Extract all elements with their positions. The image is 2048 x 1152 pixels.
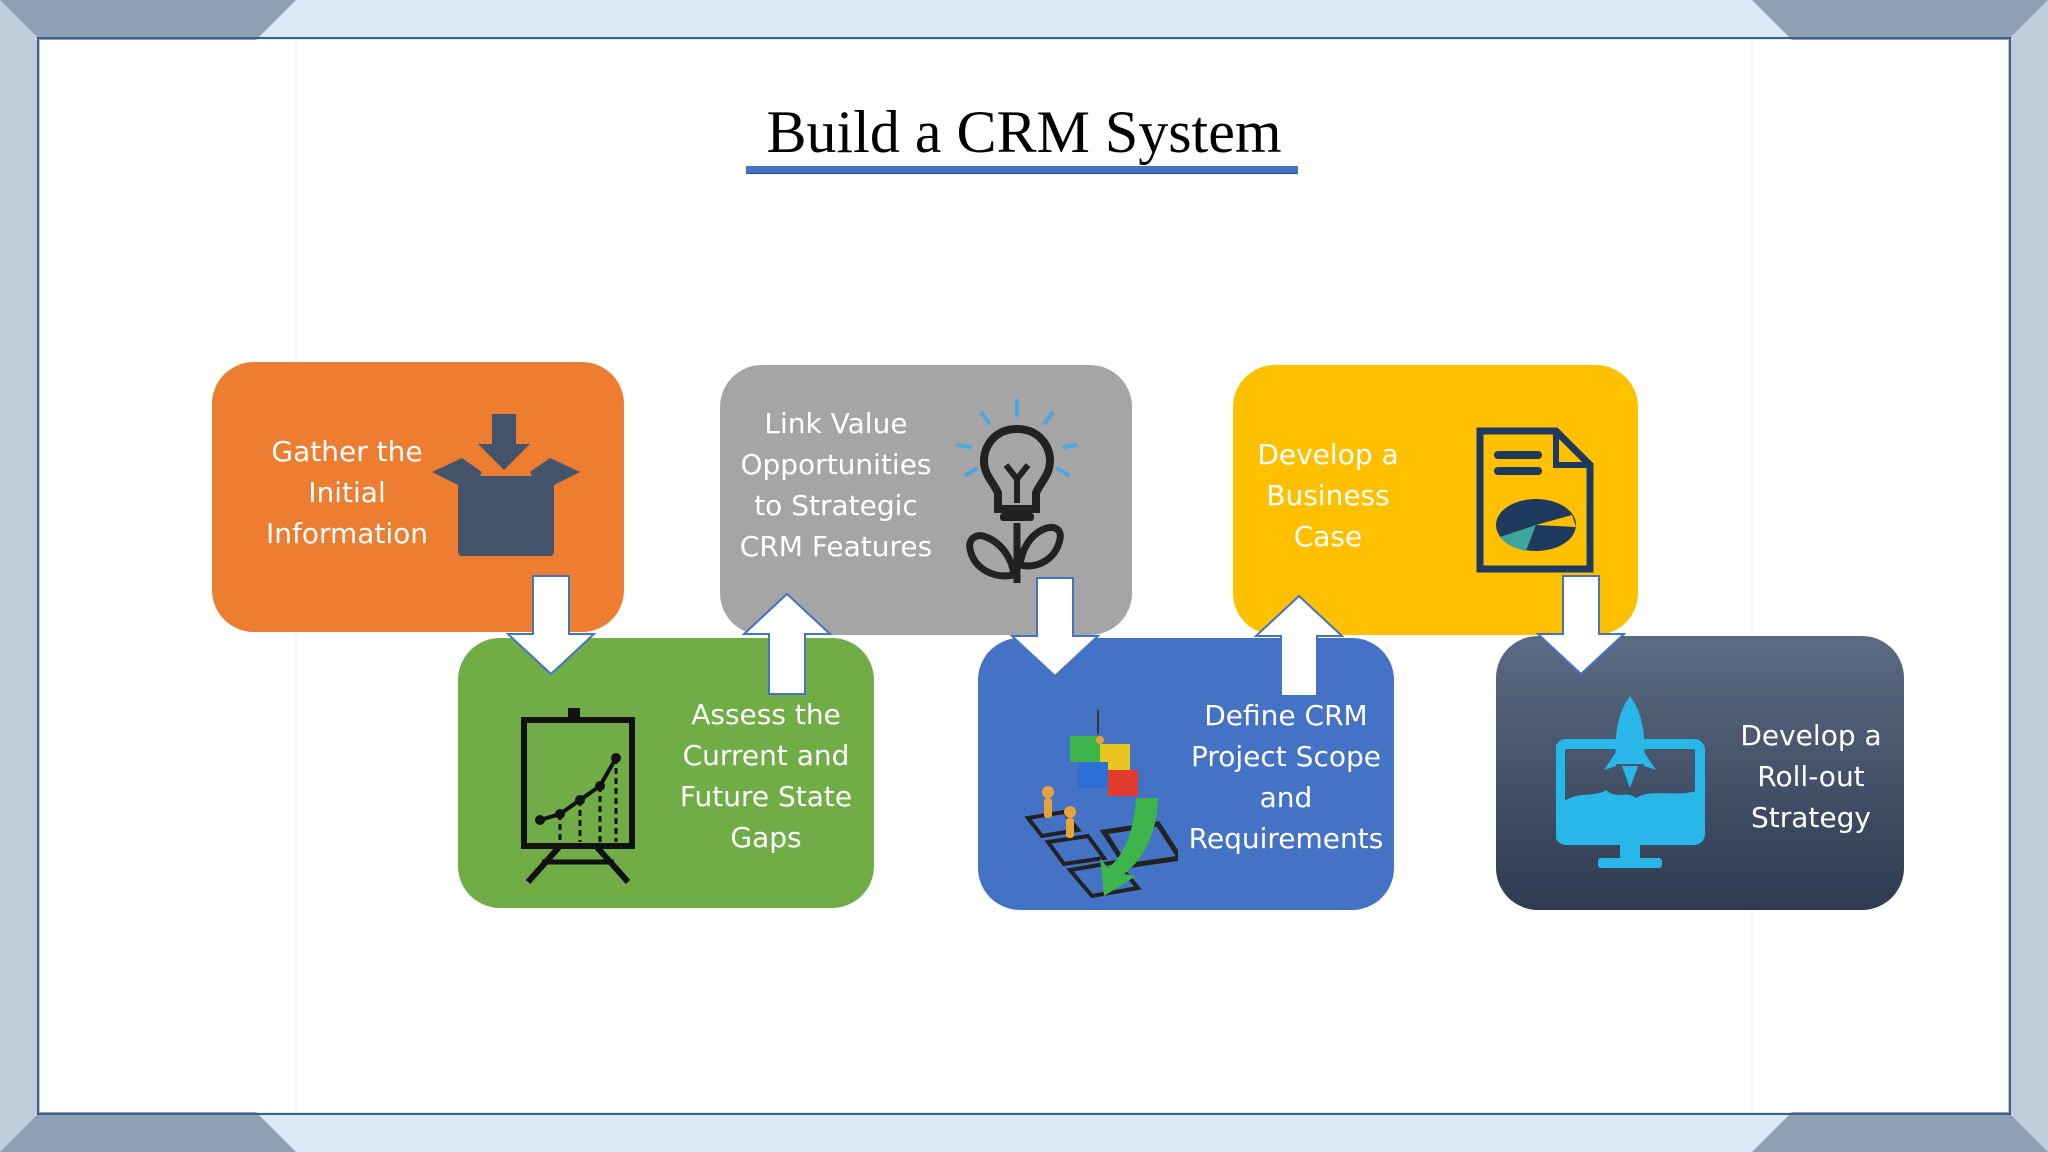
- title-underline: [746, 166, 1298, 174]
- step-gather-information: Gather the Initial Information: [212, 362, 624, 632]
- slide-title: Build a CRM System: [766, 99, 1282, 165]
- step-label: Develop a Roll-out Strategy: [1740, 718, 1882, 834]
- step-label: Define CRM Project Scope and Requirement…: [1188, 698, 1384, 855]
- step-rollout-strategy: Develop a Roll-out Strategy: [1496, 636, 1904, 910]
- step-label: Link Value Opportunities to Strategic CR…: [739, 407, 933, 563]
- rocket-monitor-icon: [1556, 696, 1705, 868]
- step-define-scope: Define CRM Project Scope and Requirement…: [978, 638, 1394, 910]
- arrow-up-step2-to-step3: [742, 592, 832, 695]
- arrow-down-step1-to-step2: [506, 575, 596, 676]
- puzzle-stairs-icon: [1024, 710, 1178, 899]
- arrow-down-step5-to-step6: [1536, 575, 1626, 676]
- document-pie-icon: [1476, 427, 1594, 573]
- box-download-icon: [432, 414, 580, 556]
- step-label: Assess the Current and Future State Gaps: [679, 697, 853, 854]
- lightbulb-plant-icon: [956, 399, 1078, 583]
- chart-easel-icon: [521, 708, 635, 884]
- step-label: Gather the Initial Information: [265, 434, 429, 550]
- arrow-down-step3-to-step4: [1010, 577, 1100, 678]
- step-label: Develop a Business Case: [1257, 437, 1399, 553]
- arrow-up-step4-to-step5: [1254, 594, 1344, 697]
